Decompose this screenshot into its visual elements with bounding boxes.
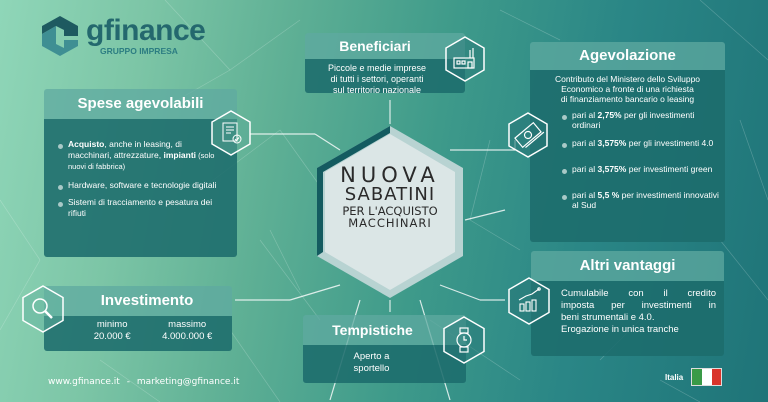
country-label: Italia <box>665 372 684 382</box>
beneficiari-title: Beneficiari <box>305 33 465 59</box>
tempistiche-card: Tempistiche Aperto a sportello <box>303 315 466 383</box>
footer-contacts: www.gfinance.it - marketing@gfinance.it <box>48 377 240 387</box>
brand-name: gfinance <box>86 14 206 48</box>
investimento-title: Investimento <box>44 286 232 316</box>
gfinance-logo-icon <box>42 16 78 56</box>
spese-title: Spese agevolabili <box>44 89 237 119</box>
investimento-max: massimo 4.000.000 € <box>162 319 213 342</box>
investimento-card: Investimento minimo 20.000 € massimo 4.0… <box>44 286 232 351</box>
rate-item-green: pari al 3,575% per investimenti green <box>562 164 719 174</box>
growth-chart-icon <box>508 277 550 325</box>
italy-flag-icon <box>691 368 723 386</box>
center-title: NUOVA SABATINI PER L'ACQUISTO MACCHINARI <box>340 163 440 230</box>
brand-subtitle: GRUPPO IMPRESA <box>100 46 178 57</box>
center-hexagon <box>317 126 463 298</box>
investimento-body: minimo 20.000 € massimo 4.000.000 € <box>44 316 232 351</box>
beneficiari-text: Piccole e medie imprese di tutti i setto… <box>305 59 465 93</box>
email-link[interactable]: marketing@gfinance.it <box>136 377 240 387</box>
spese-item-sistemi: Sistemi di tracciamento e pesatura dei r… <box>58 197 227 218</box>
document-check-icon <box>211 110 251 156</box>
spese-item-hardware: Hardware, software e tecnologie digitali <box>58 180 227 191</box>
search-icon <box>22 285 64 333</box>
rate-item-sud: pari al 5,5 % per investimenti innovativ… <box>562 190 719 210</box>
factory-icon <box>445 36 485 82</box>
rate-item-ordinari: pari al 2,75% per gli investimenti ordin… <box>562 110 719 130</box>
agevolazione-card: Agevolazione Contributo del Ministero de… <box>530 42 725 242</box>
altri-card: Altri vantaggi Cumulabile con il credito… <box>531 251 724 356</box>
investimento-min: minimo 20.000 € <box>93 319 131 342</box>
spese-card: Spese agevolabili Acquisto, anche in lea… <box>44 89 237 257</box>
altri-title: Altri vantaggi <box>531 251 724 281</box>
agevolazione-title: Agevolazione <box>530 42 725 70</box>
spese-list: Acquisto, anche in leasing, di macchinar… <box>58 139 227 218</box>
spese-item-acquisto: Acquisto, anche in leasing, di macchinar… <box>58 139 227 173</box>
tempistiche-title: Tempistiche <box>303 315 466 345</box>
website-link[interactable]: www.gfinance.it <box>48 377 120 387</box>
beneficiari-card: Beneficiari Piccole e medie imprese di t… <box>305 33 465 93</box>
brand-logo[interactable]: gfinance GRUPPO IMPRESA <box>42 14 206 57</box>
country-indicator: Italia <box>665 368 723 386</box>
agevolazione-list: pari al 2,75% per gli investimenti ordin… <box>536 110 719 210</box>
rate-item-4-0: pari al 3,575% per gli investimenti 4.0 <box>562 138 719 148</box>
watch-icon <box>443 316 485 364</box>
spese-body: Acquisto, anche in leasing, di macchinar… <box>44 119 237 257</box>
tempistiche-body: Aperto a sportello <box>303 345 466 383</box>
money-icon <box>508 112 548 158</box>
agevolazione-body: Contributo del Ministero dello Sviluppo … <box>530 70 725 242</box>
altri-body: Cumulabile con il credito imposta per in… <box>531 281 724 356</box>
agevolazione-intro: Contributo del Ministero dello Sviluppo … <box>554 74 701 104</box>
